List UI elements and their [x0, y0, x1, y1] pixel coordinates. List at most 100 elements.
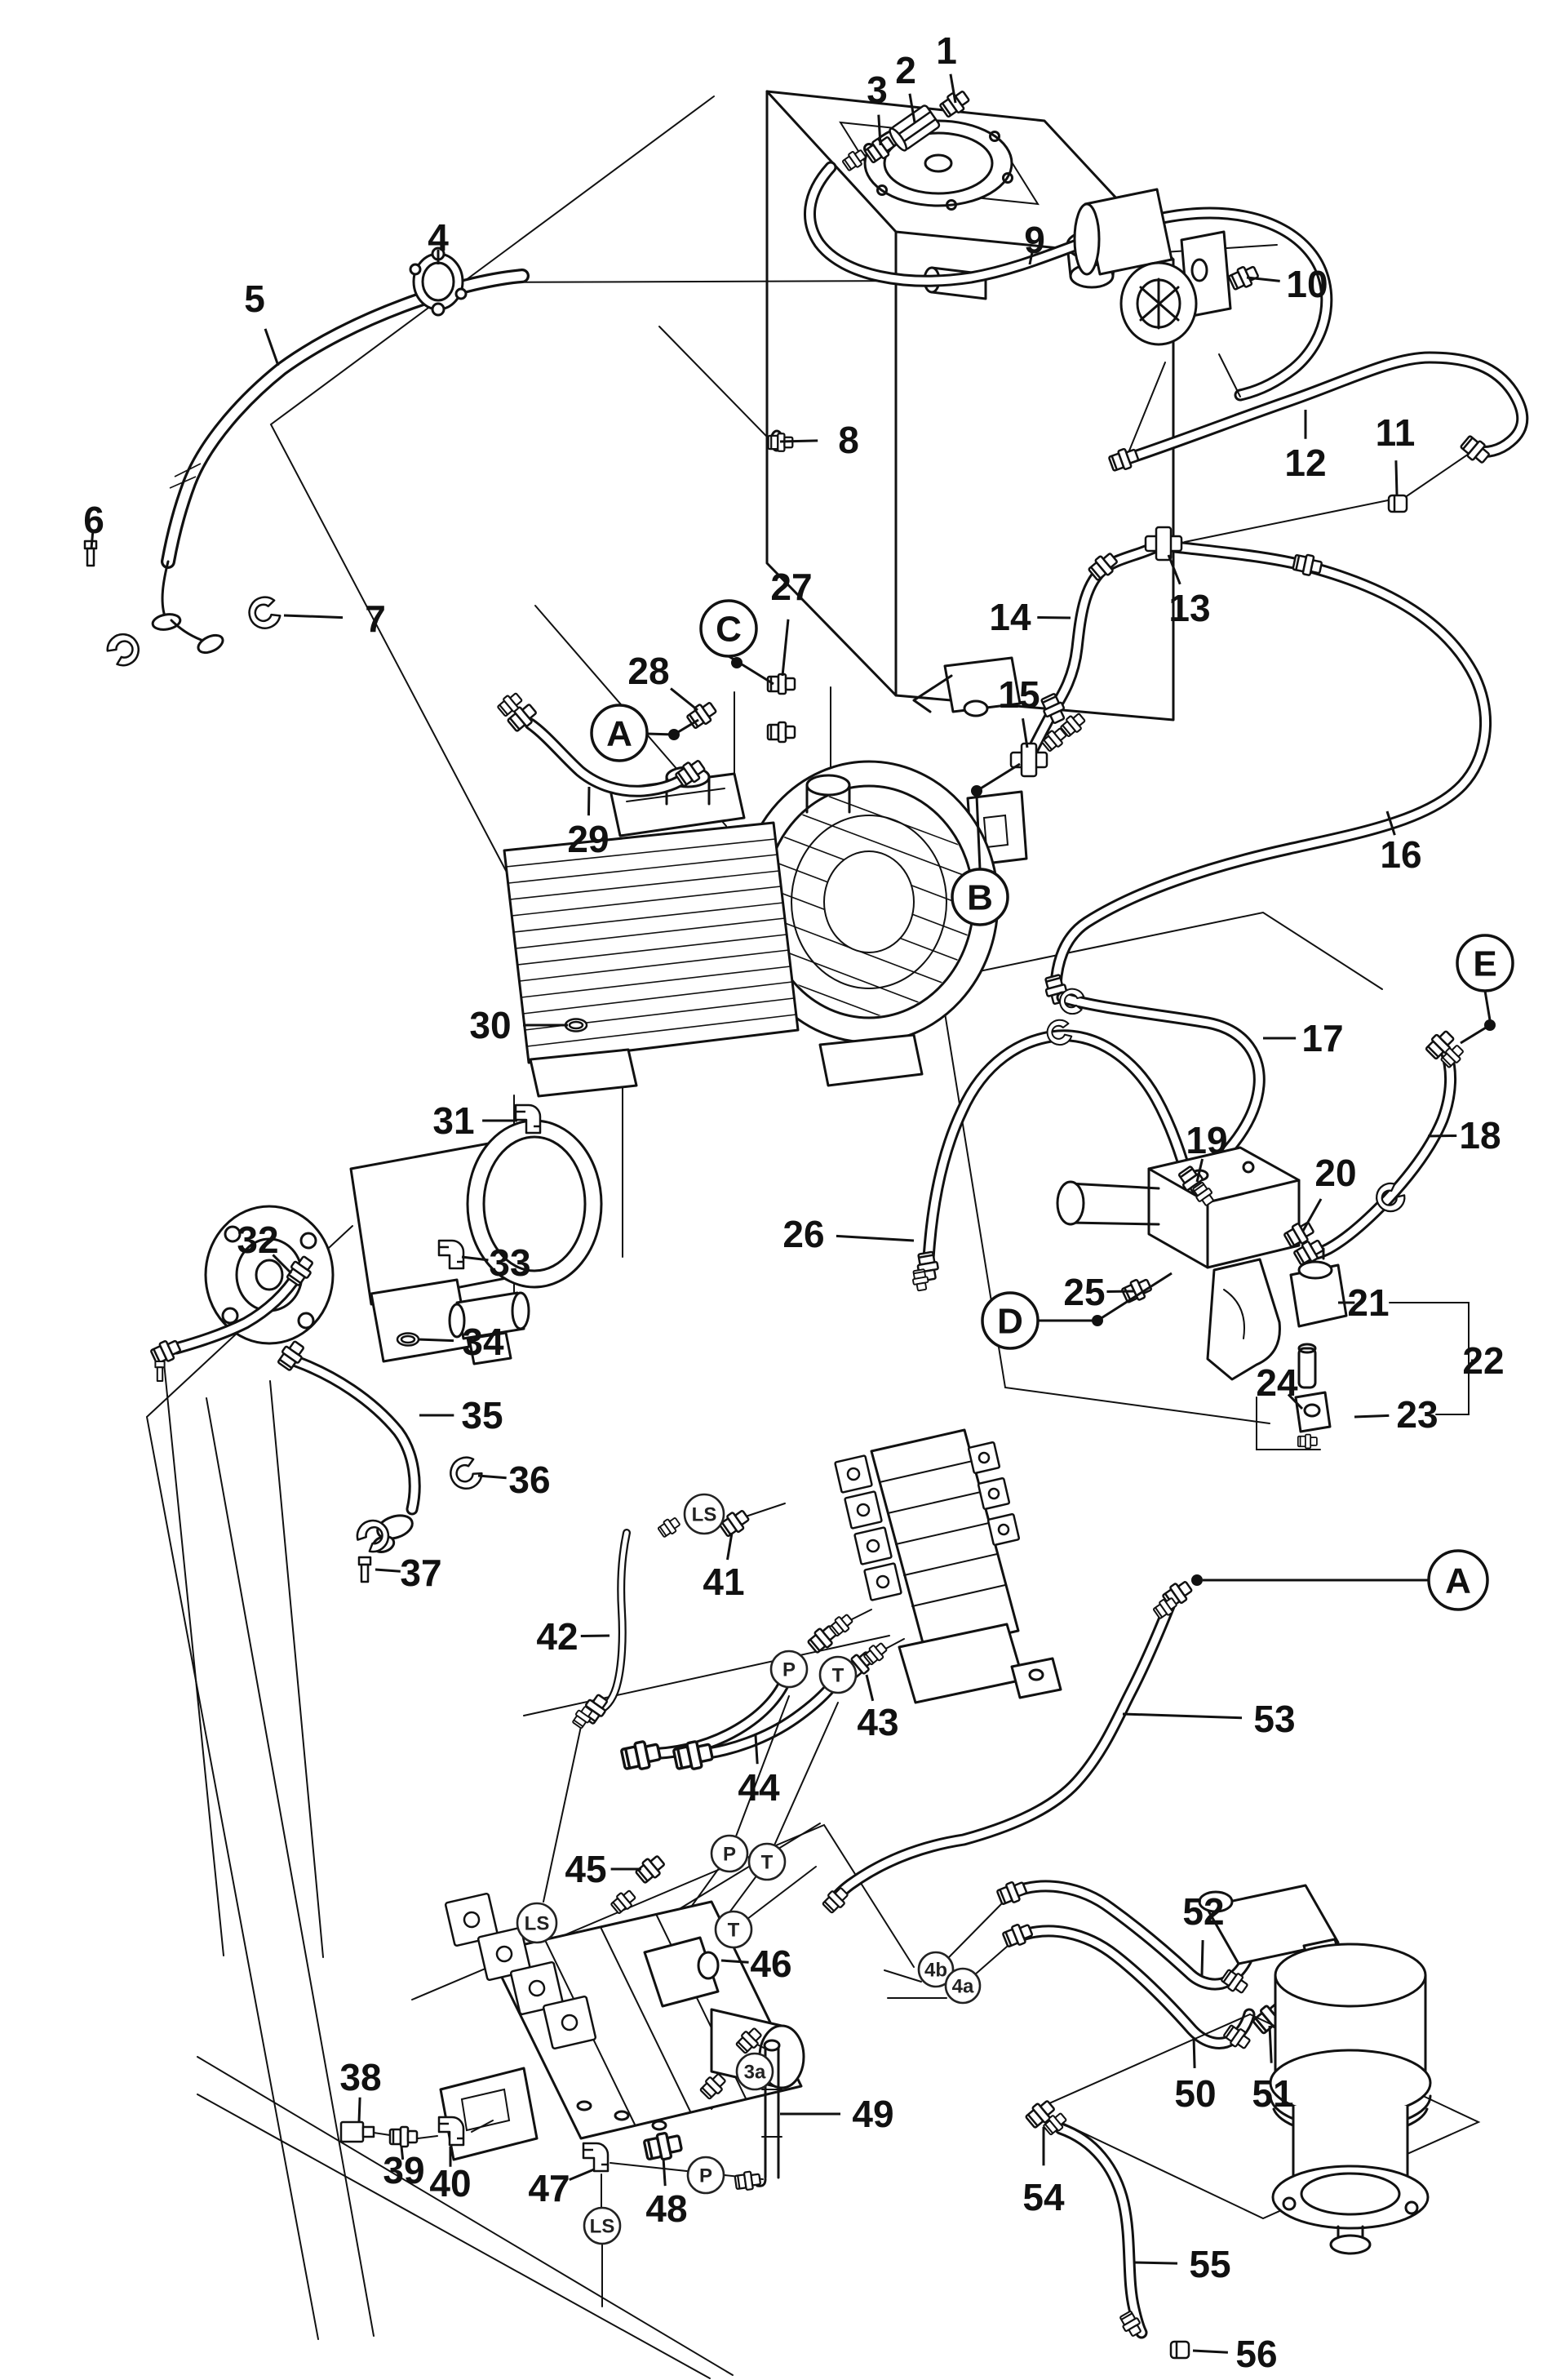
- callout-36: 36: [508, 1459, 550, 1501]
- callout-21: 21: [1347, 1281, 1389, 1324]
- callout-53: 53: [1253, 1698, 1295, 1740]
- leader-13: [1167, 554, 1181, 585]
- leader-56: [1192, 2349, 1228, 2354]
- port-label-LS: LS: [525, 1913, 550, 1935]
- leader-39: [400, 2146, 405, 2160]
- callout-28: 28: [627, 650, 669, 692]
- port-circle-T: [714, 1910, 753, 1949]
- callout-22: 22: [1462, 1339, 1504, 1382]
- callout-44: 44: [738, 1766, 780, 1809]
- transfer-pump-10: [1073, 188, 1232, 346]
- filter-cartridge-24: [1297, 1343, 1317, 1389]
- callout-17: 17: [1301, 1017, 1343, 1059]
- callout-1: 1: [936, 29, 957, 72]
- callout-43: 43: [857, 1701, 898, 1743]
- ref-label-E: E: [1473, 944, 1496, 984]
- port-circle-4b: [917, 1951, 955, 1988]
- leader-18: [1427, 1134, 1457, 1138]
- hose-12: [1121, 351, 1529, 500]
- ref-label-A: A: [1445, 1561, 1471, 1601]
- callout-18: 18: [1459, 1114, 1501, 1157]
- callout-54: 54: [1022, 2176, 1065, 2218]
- tee-13: [1144, 526, 1183, 562]
- callout-26: 26: [782, 1213, 824, 1255]
- port-label-T: T: [761, 1852, 774, 1874]
- clamp-7: [245, 593, 284, 633]
- leader-53: [1122, 1712, 1243, 1720]
- callout-6: 6: [83, 499, 104, 541]
- ref-circle-B: [951, 868, 1009, 926]
- callout-29: 29: [567, 818, 609, 860]
- hydraulic-tank: [463, 90, 1175, 867]
- callout-33: 33: [489, 1241, 530, 1284]
- leader-32: [272, 1254, 293, 1275]
- ref-dot-C: [731, 657, 743, 668]
- cap-11: [1387, 494, 1408, 513]
- leader-2: [908, 93, 916, 123]
- leader-33: [461, 1255, 489, 1262]
- callout-layer: 1234567891011121314151617181920212223242…: [83, 29, 1514, 2375]
- clamp-36: [444, 1452, 487, 1495]
- clamp-7-half: [102, 627, 145, 672]
- accumulator: [1056, 1180, 1085, 1226]
- ref-leader-B: [975, 795, 982, 870]
- ref-leader-D: [1097, 1272, 1173, 1322]
- callout-48: 48: [645, 2187, 687, 2230]
- ref-leader-B: [976, 762, 1021, 793]
- callout-16: 16: [1380, 833, 1421, 876]
- ref-circle-A: [590, 704, 649, 762]
- hose52-fitting: [995, 1877, 1030, 1908]
- callout-9: 9: [1024, 219, 1045, 261]
- port-label-4a: 4a: [952, 1976, 974, 1998]
- ref-label-A: A: [606, 714, 632, 754]
- leader-38: [357, 2097, 361, 2123]
- callout-30: 30: [469, 1004, 511, 1046]
- port-circle-P: [710, 1834, 749, 1873]
- leader-29: [587, 786, 591, 816]
- leader-1: [949, 73, 957, 104]
- leader-26: [836, 1234, 915, 1242]
- leader-8: [779, 439, 818, 443]
- callout-23: 23: [1396, 1393, 1438, 1436]
- port-label-LS: LS: [590, 2216, 615, 2238]
- bolt-37: [357, 1556, 372, 1583]
- oring-30: [564, 1018, 588, 1032]
- drain-valve: [912, 656, 1022, 717]
- port-label-P: P: [723, 1844, 736, 1866]
- leader-55: [1133, 2261, 1178, 2265]
- port-circle-T: [747, 1842, 787, 1881]
- bracket-lines-21-24: [1256, 1302, 1470, 1450]
- fitting-39: [388, 2125, 419, 2148]
- fitting-23: [1294, 1391, 1332, 1450]
- ref-dot-B: [971, 785, 982, 797]
- leader-44: [754, 1734, 759, 1765]
- callout-2: 2: [895, 49, 916, 91]
- leader-43: [865, 1674, 875, 1702]
- callout-50: 50: [1174, 2072, 1216, 2115]
- standpipe-fitting: [734, 2169, 762, 2192]
- ref-leader-E: [1460, 1023, 1491, 1045]
- port-circle-LS: [583, 2206, 622, 2245]
- callout-24: 24: [1256, 1361, 1298, 1404]
- ref-circle-A: [1427, 1549, 1489, 1611]
- fitting-48: [641, 2129, 685, 2165]
- leader-5: [264, 328, 280, 366]
- solenoid-valve-21: [1289, 1247, 1348, 1328]
- ref-dot-E: [1484, 1019, 1496, 1031]
- hose-53: [826, 1592, 1179, 1910]
- port-circle-LS: [683, 1493, 725, 1535]
- leader-15: [1022, 718, 1029, 748]
- ref-label-D: D: [997, 1302, 1023, 1342]
- leader-28: [670, 687, 698, 712]
- port-label-4b: 4b: [924, 1960, 947, 1982]
- callout-12: 12: [1284, 442, 1326, 484]
- callout-14: 14: [989, 596, 1031, 638]
- leader-41: [726, 1532, 734, 1561]
- callout-39: 39: [383, 2149, 424, 2191]
- motor-foot: [529, 1048, 638, 1098]
- leader-52: [1200, 1940, 1204, 1976]
- callout-10: 10: [1286, 263, 1328, 305]
- leader-3: [877, 114, 882, 146]
